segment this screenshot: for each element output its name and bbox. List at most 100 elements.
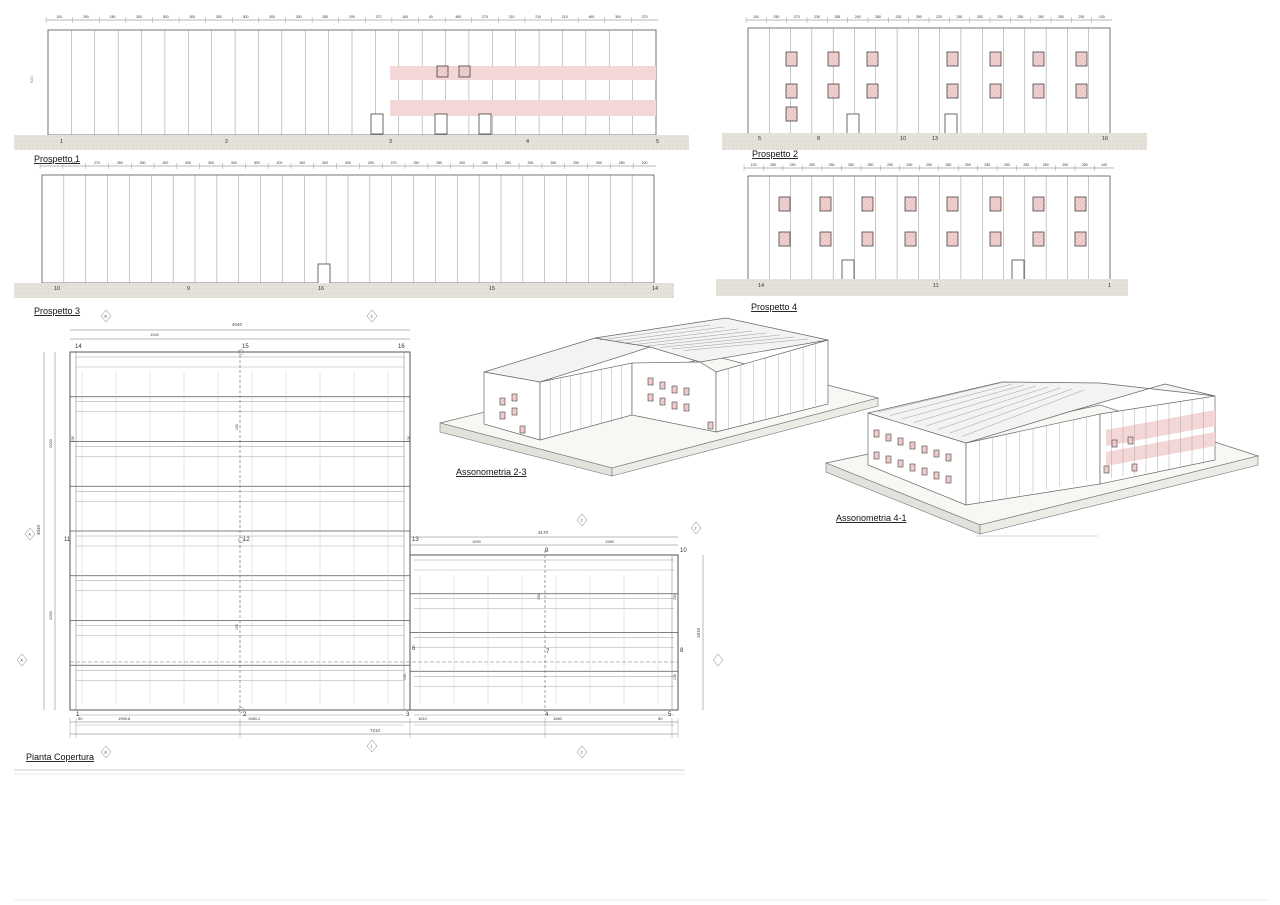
window [1074, 196, 1087, 212]
gridline-label: 3 [389, 139, 392, 145]
gridline-label: 14 [652, 286, 658, 292]
window [671, 401, 678, 410]
dimension-label: 1610 [418, 716, 428, 721]
dim-top-sub: 1940 [150, 332, 160, 337]
window [499, 411, 506, 420]
window [946, 231, 959, 247]
axonometric-2-3 [439, 317, 880, 477]
axonometric-4-1 [824, 381, 1260, 537]
gridline-label: 6 [412, 646, 416, 652]
dimension-label: 300 [345, 161, 351, 165]
prospetto-3-title: Prospetto 3 [34, 306, 80, 316]
prospetto-1-windows [370, 65, 492, 135]
dimension-label: 300 [615, 15, 621, 19]
window [989, 196, 1002, 212]
inner-dimension-label: 130 [673, 674, 677, 680]
window [1032, 196, 1045, 212]
window [873, 451, 880, 460]
dimension-label: 300 [185, 161, 191, 165]
prospetto-1-wall-panels [71, 30, 633, 135]
dimension-label: 250 [413, 161, 419, 165]
window [827, 83, 840, 99]
section-marker-label: 1 [371, 745, 373, 749]
window [1103, 465, 1110, 474]
dimension-label: 250 [984, 163, 990, 167]
grid-node [238, 537, 244, 543]
dimension-label: 250 [1082, 163, 1088, 167]
dim-wing-sub-2: 1580 [605, 539, 615, 544]
gridline-label: 15 [242, 344, 249, 350]
dimension-label: 270 [642, 15, 648, 19]
dimension-label: 480 [455, 15, 461, 19]
window [989, 231, 1002, 247]
prospetto-4-wall-panels [769, 176, 1089, 280]
roof-rib [635, 330, 753, 345]
dimension-label: 100 [48, 161, 54, 165]
dimension-label: 50 [658, 716, 663, 721]
window [909, 441, 916, 450]
section-marker [16, 653, 28, 667]
gridline-label: 7 [546, 649, 550, 655]
door [846, 113, 860, 136]
window [873, 429, 880, 438]
window [499, 397, 506, 406]
wall-panels [979, 397, 1204, 505]
gridline-label: 13 [412, 537, 419, 543]
section-marker-label: 3 [371, 315, 373, 319]
dimension-label: 280 [875, 15, 881, 19]
dimension-label: 250 [436, 161, 442, 165]
dimension-label: 50 [78, 716, 83, 721]
dimension-label: 300 [189, 15, 195, 19]
dimension-label: 300 [269, 15, 275, 19]
dimension-label: 250 [1079, 15, 1085, 19]
ground [14, 283, 674, 298]
window [866, 83, 879, 99]
dim-top-total: 4040 [232, 322, 243, 327]
dimension-label: 250 [926, 163, 932, 167]
prospetto-4-windows [778, 196, 1087, 282]
dimension-label: 300 [163, 15, 169, 19]
dimension-label: 465 [588, 15, 594, 19]
prospetto-1-title: Prospetto 1 [34, 154, 80, 164]
dimension-label: 270 [482, 15, 488, 19]
window [1032, 51, 1045, 67]
dimension-label: 265 [835, 15, 841, 19]
gridline-label: 1 [76, 712, 80, 718]
gridline-label: 5 [758, 136, 761, 142]
door [1011, 259, 1025, 282]
dimension-label: 300 [231, 161, 237, 165]
window [647, 377, 654, 386]
dimension-label: 250 [1004, 163, 1010, 167]
ground [716, 279, 1128, 296]
window [989, 51, 1002, 67]
window [647, 393, 654, 402]
gridline-label: 5 [656, 139, 659, 145]
window [511, 393, 518, 402]
door [317, 263, 331, 285]
gridline-label: 15 [489, 286, 495, 292]
section-marker [576, 513, 588, 527]
dimension-label: 372 [376, 15, 382, 19]
prospetto-2-windows [785, 51, 1088, 136]
inner-dimension-label: 150 [235, 624, 239, 630]
inner-dimension-label: 150 [673, 594, 677, 600]
roof-rib [599, 324, 711, 341]
roof-rib [961, 389, 1085, 437]
prospetto-4-title: Prospetto 4 [751, 302, 797, 312]
window [511, 407, 518, 416]
gridline-label: 16 [1102, 136, 1108, 142]
dimension-label: 270 [391, 161, 397, 165]
dimension-label: 300 [243, 15, 249, 19]
gridline-label: 12 [243, 537, 250, 543]
dimension-label: 250 [505, 161, 511, 165]
dimension-label: 250 [945, 163, 951, 167]
dim-wing-height: 1810 [696, 627, 701, 638]
ground [14, 135, 689, 150]
section-marker-label: 2 [695, 527, 697, 531]
